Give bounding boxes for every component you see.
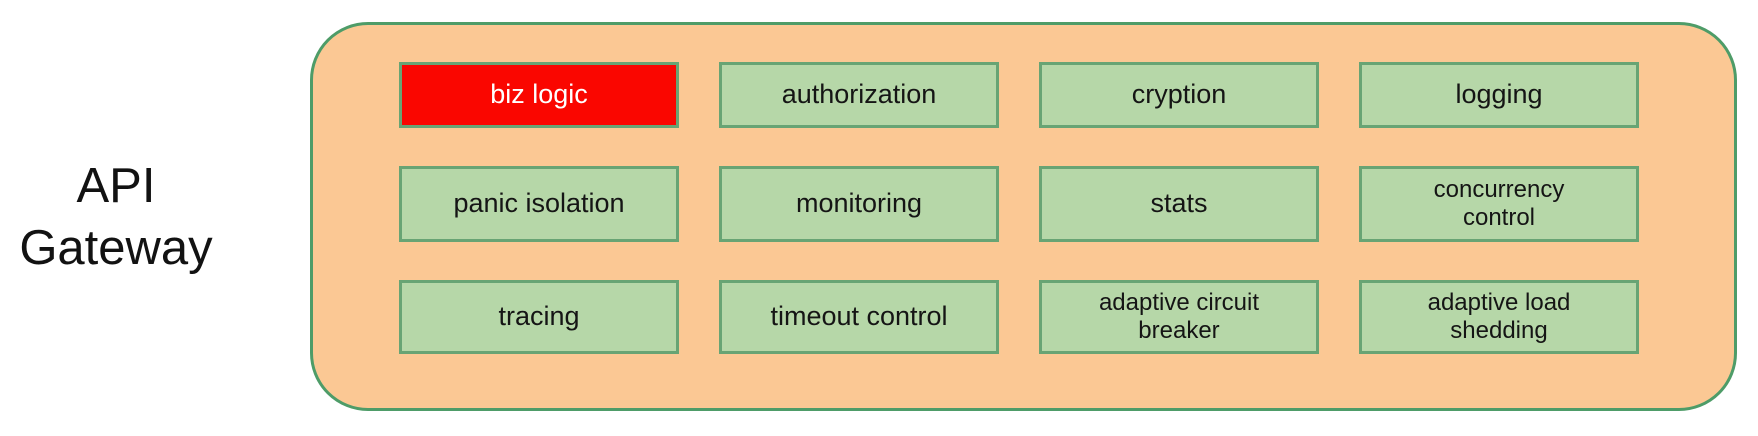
- box-logging: logging: [1359, 62, 1639, 128]
- box-cryption: cryption: [1039, 62, 1319, 128]
- box-logging-label: logging: [1455, 79, 1543, 110]
- box-panic-isolation: panic isolation: [399, 166, 679, 242]
- box-monitoring: monitoring: [719, 166, 999, 242]
- box-tracing-label: tracing: [498, 301, 580, 332]
- box-adaptive-circuit-breaker-label: adaptive circuit breaker: [1098, 288, 1260, 344]
- box-concurrency-control: concurrency control: [1359, 166, 1639, 242]
- box-stats: stats: [1039, 166, 1319, 242]
- api-gateway-title: API Gateway: [19, 159, 213, 275]
- box-concurrency-control-label: concurrency control: [1433, 175, 1565, 231]
- box-tracing: tracing: [399, 280, 679, 354]
- box-biz-logic-label: biz logic: [490, 79, 588, 110]
- box-authorization: authorization: [719, 62, 999, 128]
- box-stats-label: stats: [1150, 188, 1208, 219]
- box-adaptive-circuit-breaker: adaptive circuit breaker: [1039, 280, 1319, 354]
- feature-grid: biz logic authorization cryption logging…: [399, 62, 1639, 354]
- box-adaptive-load-shedding-label: adaptive load shedding: [1427, 288, 1571, 344]
- box-monitoring-label: monitoring: [795, 188, 923, 219]
- box-timeout-control-label: timeout control: [770, 301, 948, 332]
- box-cryption-label: cryption: [1131, 79, 1227, 110]
- box-authorization-label: authorization: [781, 79, 937, 110]
- box-biz-logic: biz logic: [399, 62, 679, 128]
- box-timeout-control: timeout control: [719, 280, 999, 354]
- api-gateway-container: biz logic authorization cryption logging…: [310, 22, 1737, 411]
- box-adaptive-load-shedding: adaptive load shedding: [1359, 280, 1639, 354]
- box-panic-isolation-label: panic isolation: [453, 188, 625, 219]
